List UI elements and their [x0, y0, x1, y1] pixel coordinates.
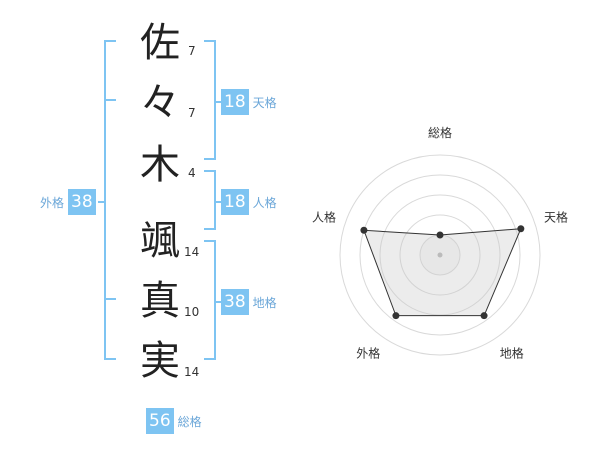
chikaku-label: 地格	[252, 295, 277, 310]
stroke-count-4: 14	[184, 245, 200, 259]
radar-ring-3	[379, 194, 501, 316]
radar-series-polygon	[363, 228, 522, 317]
soukaku-badge: 56 総格	[146, 408, 202, 434]
name-char-2: 々	[140, 80, 180, 126]
radar-ring-5	[339, 154, 541, 356]
radar-ring-2	[399, 214, 481, 296]
stroke-count-2: 7	[188, 106, 196, 120]
stroke-count-1: 7	[188, 44, 196, 58]
tenkaku-badge: 18 天格	[221, 89, 277, 115]
radar-center-dot	[437, 252, 443, 258]
jinkaku-label: 人格	[252, 195, 277, 210]
name-char-1: 佐	[140, 20, 180, 66]
name-char-5: 真	[140, 278, 180, 324]
jinkaku-badge: 18 人格	[221, 189, 277, 215]
radar-axis-label-5: 人格	[312, 209, 336, 224]
radar-axis-label-1: 総格	[428, 125, 452, 140]
jinkaku-value: 18	[221, 189, 249, 215]
radar-point-2	[517, 225, 525, 233]
tenkaku-value: 18	[221, 89, 249, 115]
gaikaku-value: 38	[68, 189, 96, 215]
gaikaku-badge: 外格 38	[40, 189, 96, 215]
stroke-count-6: 14	[184, 365, 200, 379]
radar-point-3	[480, 312, 488, 320]
chikaku-value: 38	[221, 289, 249, 315]
stroke-count-5: 10	[184, 305, 200, 319]
name-char-6: 実	[140, 338, 180, 384]
radar-axis-label-4: 外格	[356, 346, 380, 361]
soukaku-label: 総格	[177, 414, 202, 429]
name-char-3: 木	[140, 142, 180, 188]
stroke-count-3: 4	[188, 166, 196, 180]
radar-point-5	[360, 226, 368, 234]
chikaku-badge: 38 地格	[221, 289, 277, 315]
radar-ring-4	[359, 174, 521, 336]
soukaku-value: 56	[146, 408, 174, 434]
gaikaku-label: 外格	[40, 195, 65, 210]
radar-axis-label-3: 地格	[500, 346, 524, 361]
name-char-4: 颯	[140, 218, 180, 264]
radar-axis-label-2: 天格	[544, 209, 568, 224]
radar-point-4	[392, 312, 400, 320]
radar-point-1	[436, 231, 444, 239]
tenkaku-label: 天格	[252, 95, 277, 110]
